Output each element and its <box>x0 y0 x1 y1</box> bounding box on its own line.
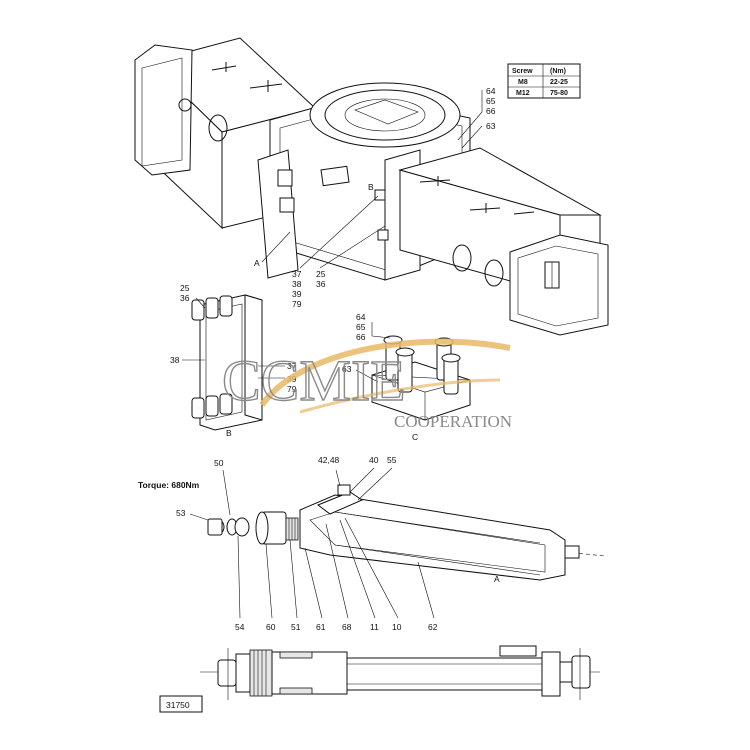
callout-60: 60 <box>266 622 276 632</box>
torque-table: Screw (Nm) M8 22-25 M12 75-80 <box>507 63 581 99</box>
watermark-brand: CCMIE <box>222 348 406 413</box>
top-callouts: 64 65 66 63 37 38 39 79 25 36 A B <box>254 86 496 309</box>
callout-55: 55 <box>387 455 397 465</box>
view-label-c: C <box>412 432 418 442</box>
watermark-sub: COOPERATION <box>394 412 512 431</box>
callout-51: 51 <box>291 622 301 632</box>
view-label-b: B <box>368 182 374 192</box>
cylinder-section <box>200 645 600 700</box>
callout-37: 37 <box>292 269 302 279</box>
view-label-a: A <box>254 258 260 268</box>
torque-table-header-nm: (Nm) <box>550 68 566 75</box>
torque-table-cell: 22-25 <box>550 79 568 86</box>
torque-table-cell: M8 <box>518 79 528 86</box>
callout-66: 66 <box>356 332 366 342</box>
callout-79: 79 <box>292 299 302 309</box>
callout-64: 64 <box>356 312 366 322</box>
callout-37: 37 <box>287 361 297 371</box>
torque-note: Torque: 680Nm <box>138 480 200 490</box>
callout-62: 62 <box>428 622 438 632</box>
callout-65: 65 <box>356 322 366 332</box>
callout-36: 36 <box>180 293 190 303</box>
callout-63: 63 <box>342 364 352 374</box>
watermark-logo: CCMIE COOPERATION <box>221 338 512 431</box>
callout-10: 10 <box>392 622 402 632</box>
callout-63: 63 <box>486 121 496 131</box>
callout-66: 66 <box>486 106 496 116</box>
view-label-b-detail: B <box>226 428 232 438</box>
callout-68: 68 <box>342 622 352 632</box>
drawing-number: 31750 <box>166 700 190 710</box>
torque-table-cell: 75-80 <box>550 90 568 97</box>
callout-79: 79 <box>287 384 297 394</box>
axle-housing-drawing <box>134 37 609 336</box>
callout-64: 64 <box>486 86 496 96</box>
callout-25: 25 <box>180 283 190 293</box>
callout-61: 61 <box>316 622 326 632</box>
cylinder-assembly: Torque: 680Nm 50 53 42,48 40 55 54 60 <box>138 455 606 632</box>
callout-50: 50 <box>214 458 224 468</box>
detail-b-bracket: 25 36 38 37 39 79 B <box>170 283 297 438</box>
callout-40: 40 <box>369 455 379 465</box>
callout-65: 65 <box>486 96 496 106</box>
callout-25: 25 <box>316 269 326 279</box>
callout-38: 38 <box>292 279 302 289</box>
drawing-number-box: 31750 <box>159 695 203 713</box>
callout-39: 39 <box>292 289 302 299</box>
torque-table-cell: M12 <box>516 90 530 97</box>
callout-36: 36 <box>316 279 326 289</box>
view-label-a-cylinder: A <box>494 574 500 584</box>
callout-38: 38 <box>170 355 180 365</box>
callout-42-48: 42,48 <box>318 455 340 465</box>
callout-53: 53 <box>176 508 186 518</box>
torque-table-header-screw: Screw <box>512 68 533 75</box>
callout-54: 54 <box>235 622 245 632</box>
callout-11: 11 <box>370 622 379 632</box>
